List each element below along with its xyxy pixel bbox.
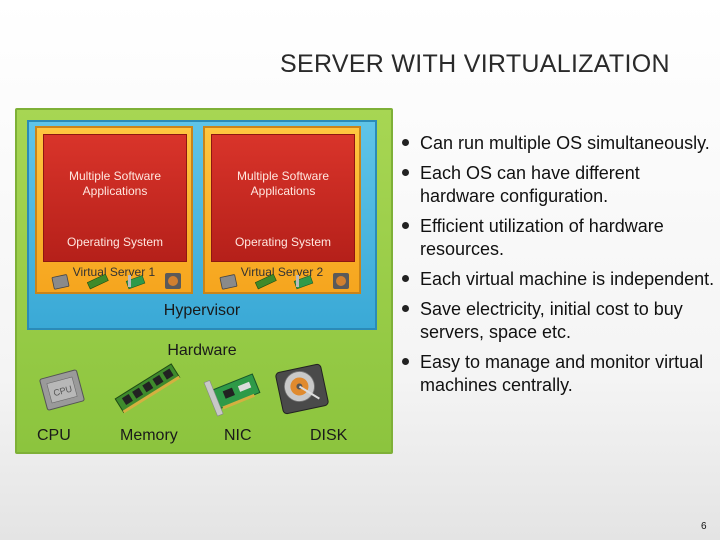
applications-block: Multiple Software Applications Operating… bbox=[211, 134, 355, 262]
bullet-dot-icon bbox=[402, 169, 409, 176]
bullet-dot-icon bbox=[402, 222, 409, 229]
mini-nic-icon bbox=[293, 275, 314, 290]
bullet-dot-icon bbox=[402, 139, 409, 146]
applications-label: Multiple Software Applications bbox=[68, 169, 162, 198]
virtual-server-label: Virtual Server 1 bbox=[72, 265, 156, 279]
bullet-item: Each OS can have different hardware conf… bbox=[396, 162, 716, 208]
applications-block: Multiple Software Applications Operating… bbox=[43, 134, 187, 262]
operating-system-label: Operating System bbox=[234, 235, 332, 249]
hypervisor-label: Hypervisor bbox=[163, 302, 241, 319]
nic-label: NIC bbox=[224, 427, 252, 444]
hardware-layer: Multiple Software Applications Operating… bbox=[15, 108, 393, 454]
mini-disk-icon bbox=[333, 273, 349, 289]
bullet-text: Can run multiple OS simultaneously. bbox=[420, 133, 710, 153]
bullet-text: Each OS can have different hardware conf… bbox=[420, 163, 640, 206]
operating-system-label: Operating System bbox=[66, 235, 164, 249]
page-number: 6 bbox=[701, 521, 707, 532]
cpu-label: CPU bbox=[37, 427, 71, 444]
bullet-text: Easy to manage and monitor virtual machi… bbox=[420, 352, 704, 395]
mini-disk-icon bbox=[165, 273, 181, 289]
bullet-dot-icon bbox=[402, 275, 409, 282]
mini-cpu-icon bbox=[51, 274, 70, 290]
bullet-item: Can run multiple OS simultaneously. bbox=[396, 132, 716, 155]
bullet-item: Save electricity, initial cost to buy se… bbox=[396, 298, 716, 344]
virtual-server-label: Virtual Server 2 bbox=[240, 265, 324, 279]
svg-text:CPU: CPU bbox=[52, 384, 73, 399]
virtual-server-1: Multiple Software Applications Operating… bbox=[35, 126, 193, 294]
bullet-text: Efficient utilization of hardware resour… bbox=[420, 216, 664, 259]
bullet-text: Save electricity, initial cost to buy se… bbox=[420, 299, 683, 342]
hypervisor-layer: Multiple Software Applications Operating… bbox=[27, 120, 377, 330]
bullet-dot-icon bbox=[402, 305, 409, 312]
memory-module-icon bbox=[114, 363, 181, 414]
mini-memory-icon bbox=[255, 274, 277, 290]
slide-title: SERVER WITH VIRTUALIZATION bbox=[280, 50, 670, 78]
benefits-list: Can run multiple OS simultaneously. Each… bbox=[396, 132, 716, 404]
bullet-item: Each virtual machine is independent. bbox=[396, 268, 716, 291]
mini-memory-icon bbox=[87, 274, 109, 290]
bullet-item: Easy to manage and monitor virtual machi… bbox=[396, 351, 716, 397]
memory-label: Memory bbox=[120, 427, 178, 444]
network-card-icon bbox=[203, 373, 261, 417]
disk-label: DISK bbox=[310, 427, 348, 444]
hardware-label: Hardware bbox=[167, 342, 237, 359]
hard-disk-icon bbox=[275, 363, 329, 415]
virtualization-diagram: Multiple Software Applications Operating… bbox=[15, 108, 393, 454]
virtual-server-2: Multiple Software Applications Operating… bbox=[203, 126, 361, 294]
bullet-text: Each virtual machine is independent. bbox=[420, 269, 715, 289]
bullet-item: Efficient utilization of hardware resour… bbox=[396, 215, 716, 261]
cpu-chip-icon: CPU bbox=[39, 369, 85, 411]
mini-cpu-icon bbox=[219, 274, 238, 290]
bullet-dot-icon bbox=[402, 358, 409, 365]
applications-label: Multiple Software Applications bbox=[236, 169, 330, 198]
mini-nic-icon bbox=[125, 275, 146, 290]
